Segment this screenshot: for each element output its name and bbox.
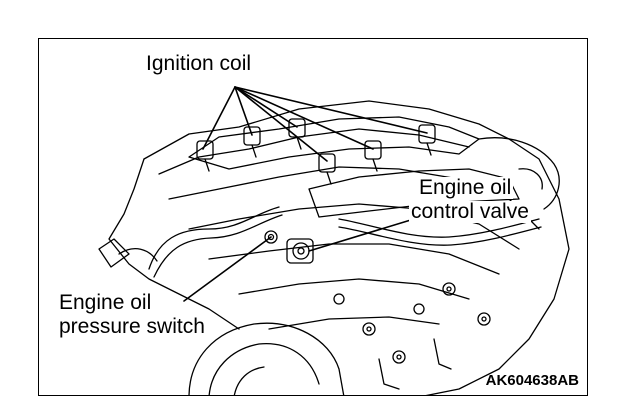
flywheel [188, 322, 345, 395]
diagram-frame: Ignition coil Engine oil control valve E… [38, 38, 588, 396]
ignition-coils [196, 118, 436, 185]
label-oil-control-valve-line2: control valve [409, 200, 531, 223]
figure-code: AK604638AB [485, 372, 579, 389]
hoses [98, 206, 542, 278]
label-oil-control-valve-line1: Engine oil [417, 176, 514, 199]
leader-lines [183, 86, 428, 302]
accessory-drive [478, 137, 560, 210]
label-ignition-coil: Ignition coil [144, 52, 254, 75]
label-oil-pressure-switch-line2: pressure switch [57, 315, 207, 338]
engine-block [108, 100, 570, 395]
engine-drawing [98, 86, 570, 395]
label-oil-pressure-switch-line1: Engine oil [57, 291, 154, 314]
bolt-details [333, 282, 491, 390]
